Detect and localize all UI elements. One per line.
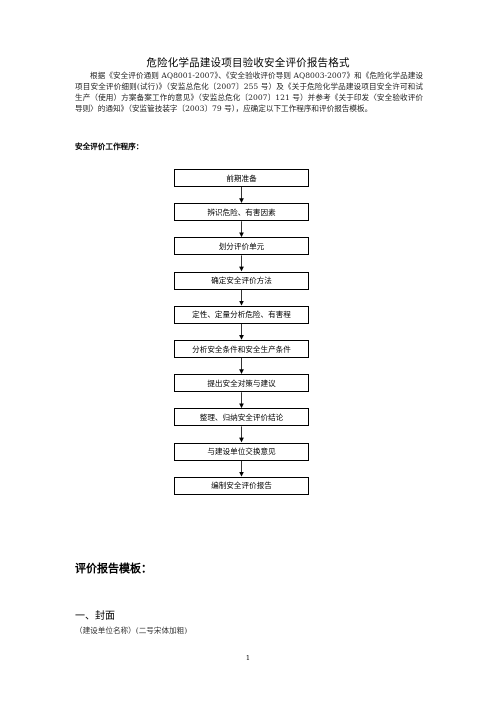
- flow-step: 定性、定量分析危险、有害程: [174, 305, 309, 324]
- flow-step: 前期准备: [174, 169, 309, 187]
- flow-step: 确定安全评价方法: [174, 271, 309, 290]
- cover-heading: 一、封面: [75, 611, 115, 622]
- flow-step: 编制安全评价报告: [174, 476, 309, 495]
- page-number: 1: [245, 654, 251, 662]
- flow-step: 分析安全条件和安全生产条件: [174, 340, 309, 358]
- flow-step: 整理、归纳安全评价结论: [174, 408, 309, 427]
- flow-step: 提出安全对策与建议: [174, 374, 309, 393]
- intro-paragraph: 根据《安全评价通则 AQ8001-2007》、《安全验收评价导则 AQ8003-…: [75, 71, 423, 113]
- flow-step: 与建设单位交换意见: [174, 442, 309, 461]
- flow-step: 辨识危险、有害因素: [174, 203, 309, 222]
- flow-step: 划分评价单元: [174, 237, 309, 256]
- procedure-label: 安全评价工作程序：: [75, 142, 144, 151]
- cover-note: （建设单位名称）(二号宋体加粗): [75, 626, 188, 635]
- template-heading: 评价报告模板：: [75, 562, 152, 575]
- document-title: 危险化学品建设项目验收安全评价报告格式: [146, 57, 350, 69]
